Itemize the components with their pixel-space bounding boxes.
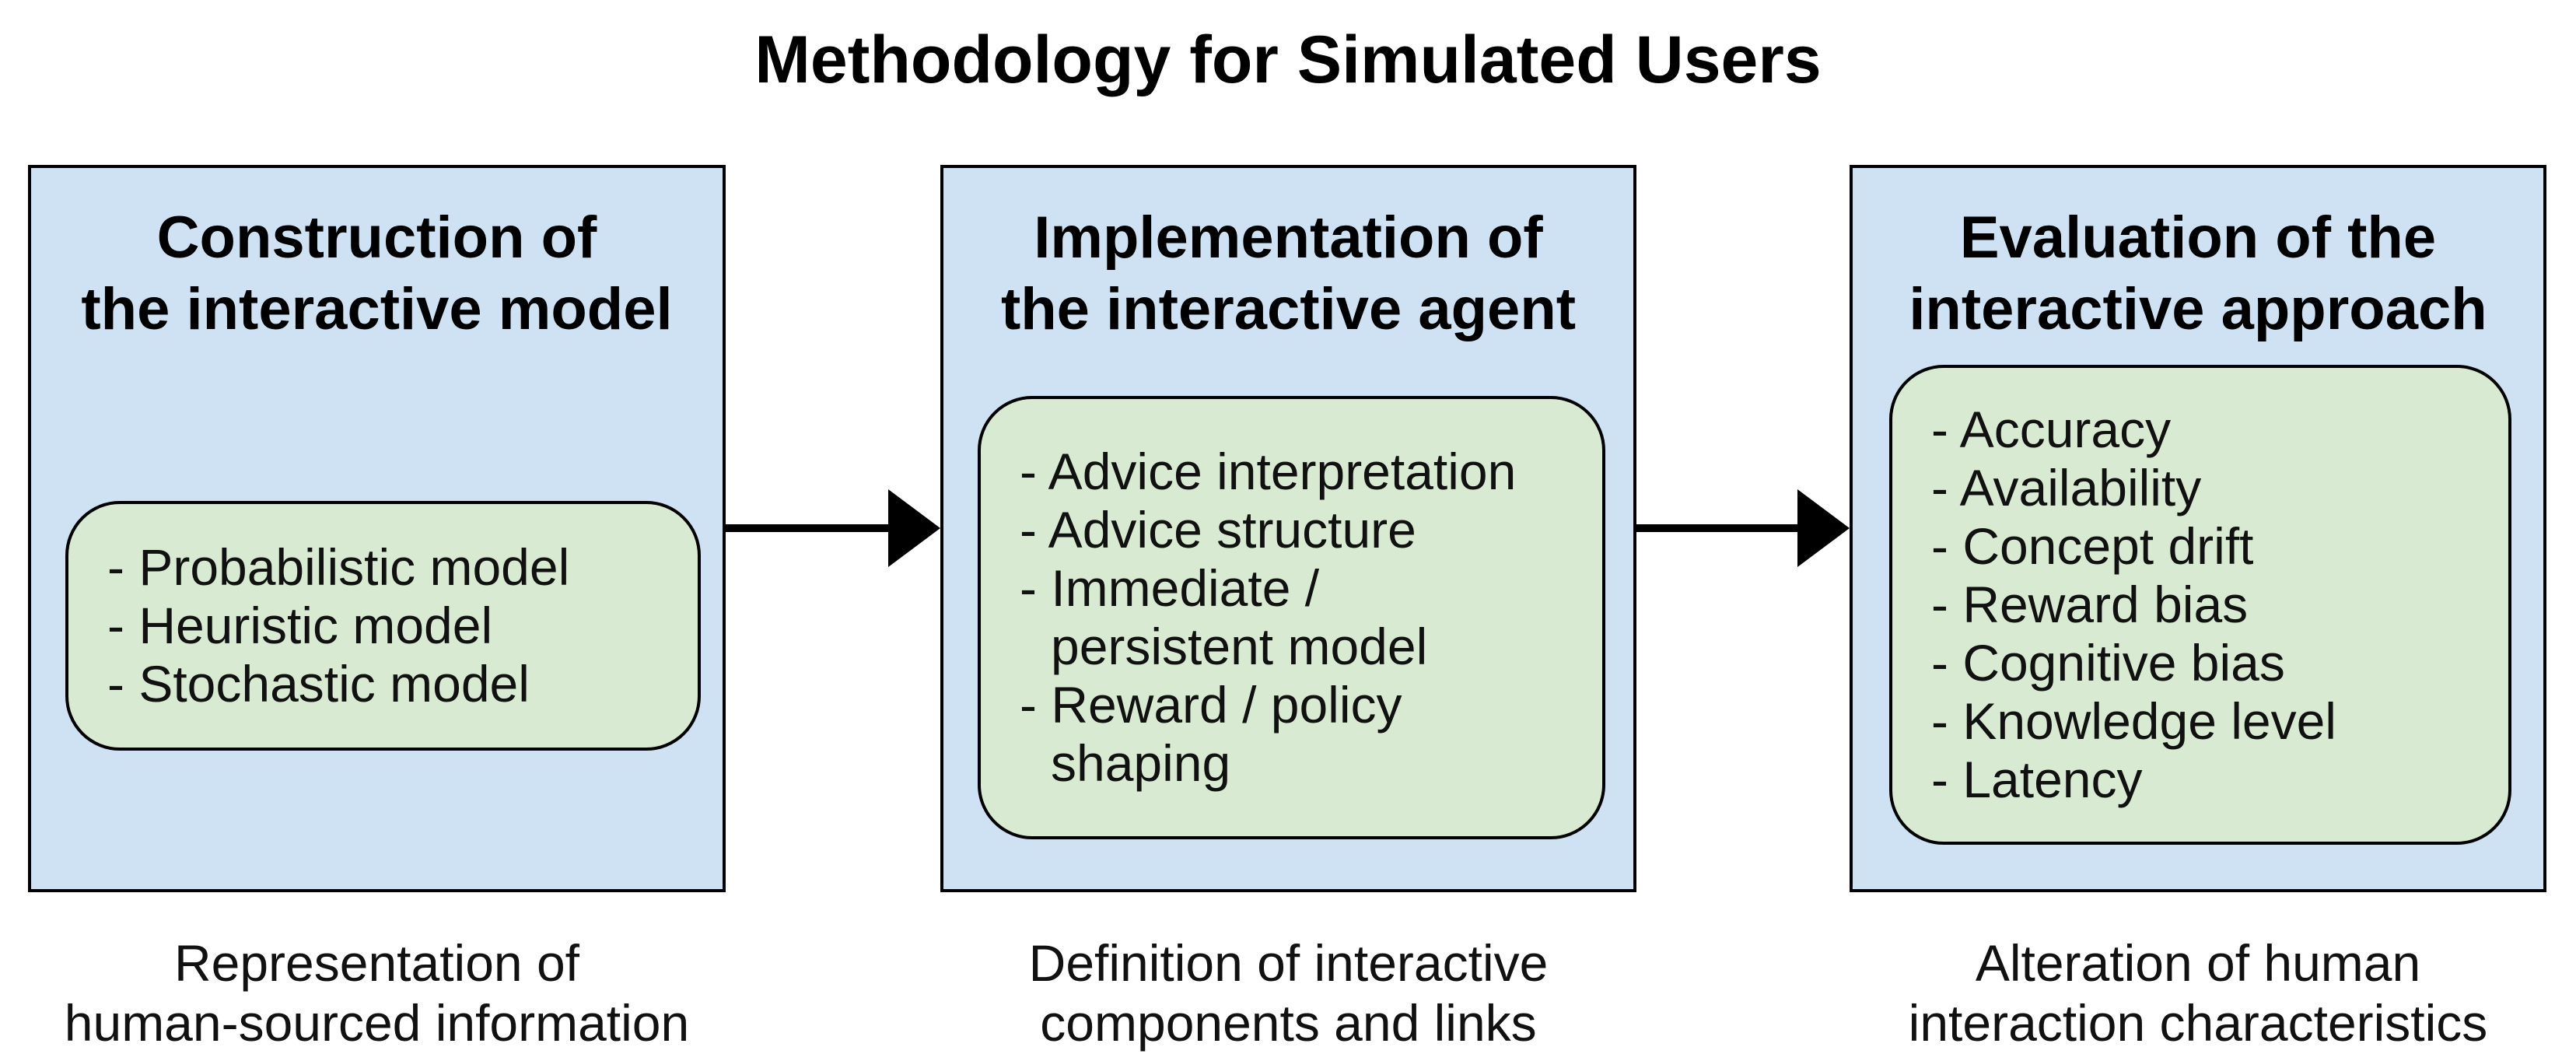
panel-item: - Cognitive bias: [1931, 634, 2285, 692]
arrow-shaft: [1636, 524, 1801, 532]
stage-panel-implementation: - Advice interpretation- Advice structur…: [978, 396, 1605, 839]
flow-arrow-1: [726, 489, 940, 567]
diagram-title: Methodology for Simulated Users: [754, 23, 1822, 97]
panel-item: - Availability: [1931, 459, 2202, 516]
panel-item: - Probabilistic model: [107, 538, 570, 596]
panel-item: - Accuracy: [1931, 401, 2172, 458]
stage-item-list-construction: - Probabilistic model- Heuristic model- …: [68, 504, 698, 748]
stage-header-implementation: Implementation of the interactive agent: [1000, 205, 1577, 342]
panel-item: - Concept drift: [1931, 517, 2254, 575]
panel-item: - Advice structure: [1020, 501, 1416, 559]
flow-arrow-2: [1636, 489, 1850, 567]
stage-header-construction: Construction of the interactive model: [81, 205, 673, 342]
panel-item: - Knowledge level: [1931, 692, 2336, 750]
arrow-head-icon: [1797, 489, 1850, 567]
stage-caption-implementation: Definition of interactive components and…: [1028, 934, 1549, 1052]
stage-item-list-evaluation: - Accuracy- Availability- Concept drift-…: [1892, 368, 2508, 842]
stage-caption-evaluation: Alteration of human interaction characte…: [1908, 934, 2488, 1052]
panel-item: - Reward bias: [1931, 576, 2249, 633]
stage-box-implementation: Implementation of the interactive agent …: [940, 165, 1636, 892]
stage-panel-construction: - Probabilistic model- Heuristic model- …: [65, 501, 701, 751]
panel-item: - Immediate / persistent model: [1020, 559, 1428, 675]
stage-box-construction: Construction of the interactive model - …: [28, 165, 726, 892]
panel-item: - Latency: [1931, 751, 2143, 808]
panel-item: - Reward / policy shaping: [1020, 676, 1402, 792]
panel-item: - Advice interpretation: [1020, 443, 1517, 500]
stage-box-evaluation: Evaluation of the interactive approach -…: [1850, 165, 2546, 892]
stage-caption-construction: Representation of human-sourced informat…: [64, 934, 690, 1052]
stage-item-list-implementation: - Advice interpretation- Advice structur…: [981, 399, 1602, 836]
stage-header-evaluation: Evaluation of the interactive approach: [1909, 205, 2487, 342]
arrow-head-icon: [888, 489, 940, 567]
panel-item: - Stochastic model: [107, 655, 530, 713]
panel-item: - Heuristic model: [107, 597, 493, 654]
stage-panel-evaluation: - Accuracy- Availability- Concept drift-…: [1889, 365, 2511, 845]
arrow-shaft: [726, 524, 892, 532]
